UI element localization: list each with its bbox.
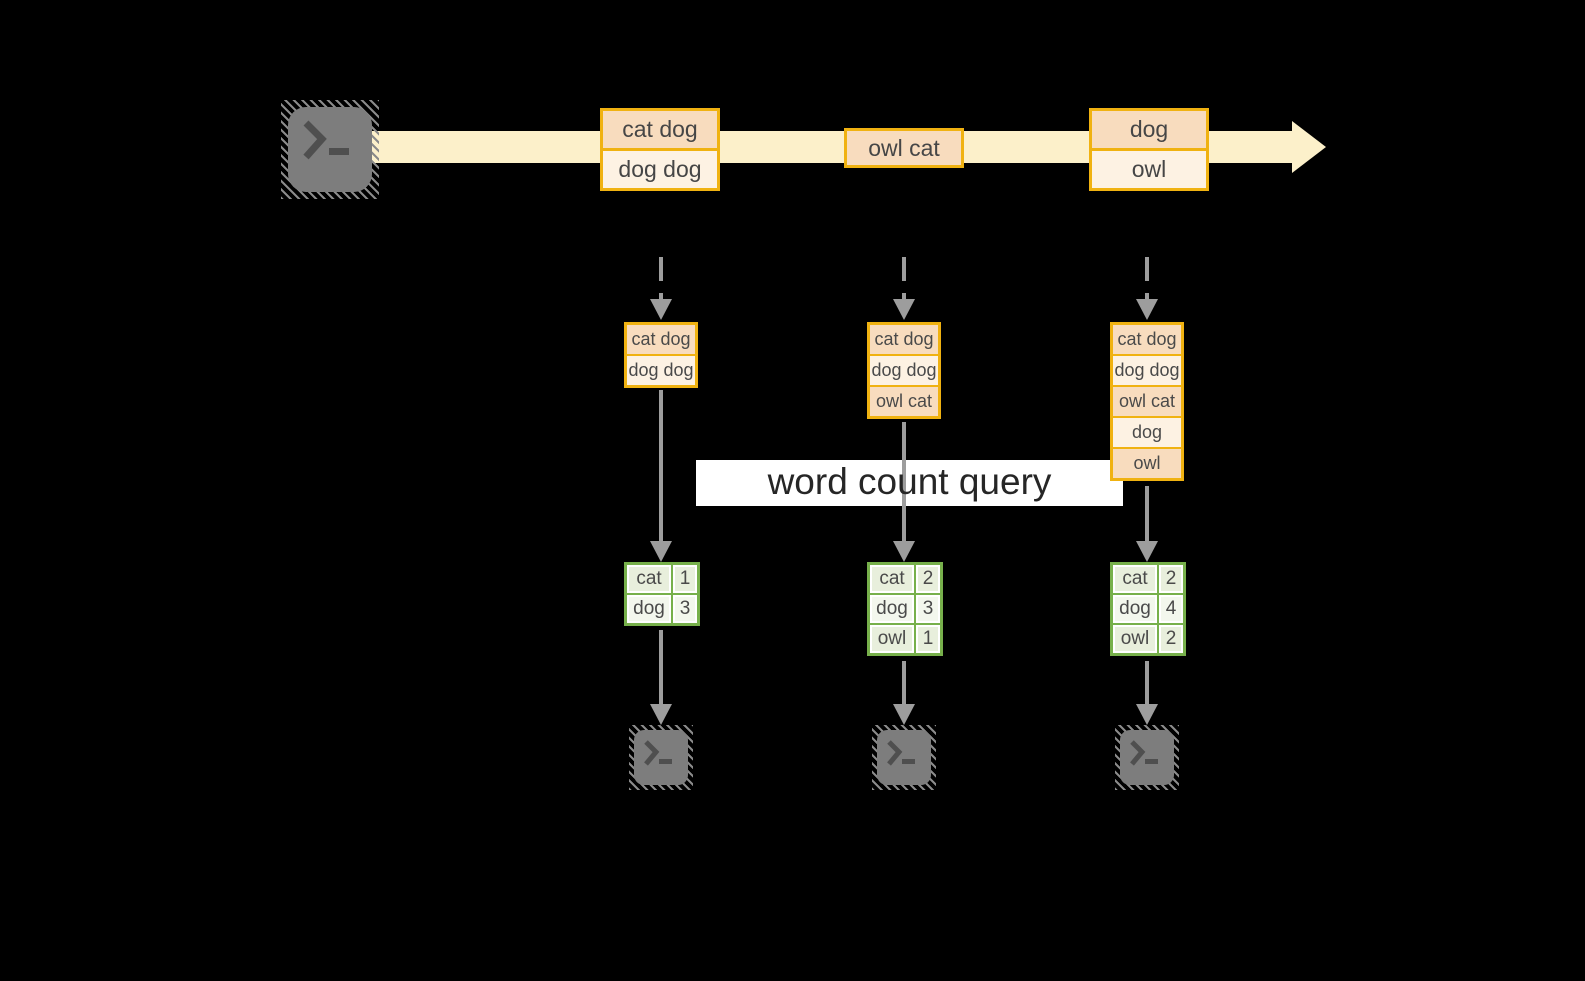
down-arrowhead-icon [1136,541,1158,562]
table-row: cat 1 [624,562,700,595]
terminal-window [877,730,931,785]
table-row: cat 2 [867,562,943,595]
table-row: owl 1 [867,623,943,656]
stream-event-box: dog owl [1089,108,1209,191]
count-cell: 1 [914,623,943,656]
down-arrowhead-icon [893,299,915,320]
event-line: owl cat [847,131,961,165]
buffer-cell: owl [1113,449,1181,478]
count-cell: 4 [1157,593,1186,625]
buffer-cell: dog dog [627,356,695,385]
buffer-cell: owl cat [1113,387,1181,416]
buffer-cell: owl cat [870,387,938,416]
result-terminal-icon [629,725,693,790]
table-row: owl 2 [1110,623,1186,656]
event-line: dog dog [603,151,717,188]
down-arrowhead-icon [650,299,672,320]
word-cell: dog [1110,593,1159,625]
dashed-arrow [659,257,663,299]
down-arrowhead-icon [893,704,915,725]
dashed-arrow [902,257,906,299]
table-row: dog 4 [1110,593,1186,625]
count-cell: 1 [671,562,700,595]
event-line: dog [1092,111,1206,148]
event-line: owl [1092,151,1206,188]
terminal-prompt-icon [887,740,915,766]
word-count-table: cat 2 dog 3 owl 1 [867,562,943,656]
terminal-window [1120,730,1174,785]
buffer-stack: cat dog dog dog [624,322,698,388]
source-terminal-icon [281,100,379,199]
terminal-prompt-icon [303,120,349,160]
count-cell: 3 [914,593,943,625]
terminal-window [634,730,688,785]
down-arrowhead-icon [650,541,672,562]
query-overlay [696,460,1123,506]
buffer-cell: dog dog [870,356,938,385]
table-row: cat 2 [1110,562,1186,595]
buffer-cell: cat dog [870,325,938,354]
buffer-cell: cat dog [627,325,695,354]
word-cell: dog [624,593,673,626]
down-arrowhead-icon [1136,299,1158,320]
word-cell: cat [624,562,673,595]
terminal-window [288,107,372,192]
stream-event-box: cat dog dog dog [600,108,720,191]
query-label: word count query [767,461,1052,502]
word-cell: owl [1110,623,1159,656]
buffer-stack: cat dog dog dog owl cat dog owl [1110,322,1184,481]
buffer-stack: cat dog dog dog owl cat [867,322,941,419]
down-arrowhead-icon [650,704,672,725]
word-cell: dog [867,593,916,625]
count-cell: 2 [1157,562,1186,595]
dashed-arrow [1145,257,1149,299]
down-arrowhead-icon [893,541,915,562]
word-count-table: cat 1 dog 3 [624,562,700,626]
word-cell: owl [867,623,916,656]
word-cell: cat [867,562,916,595]
flow-arrow [902,661,906,704]
stream-event-box: owl cat [844,128,964,168]
result-terminal-icon [1115,725,1179,790]
word-count-table: cat 2 dog 4 owl 2 [1110,562,1186,656]
event-line: cat dog [603,111,717,148]
table-row: dog 3 [867,593,943,625]
flow-arrow [659,630,663,704]
word-cell: cat [1110,562,1159,595]
buffer-cell: dog dog [1113,356,1181,385]
result-terminal-icon [872,725,936,790]
table-row: dog 3 [624,593,700,626]
terminal-prompt-icon [644,740,672,766]
buffer-cell: dog [1113,418,1181,447]
count-cell: 3 [671,593,700,626]
flow-arrow [659,390,663,541]
flow-arrow [1145,486,1149,541]
count-cell: 2 [914,562,943,595]
right-arrow-icon [1292,121,1326,173]
down-arrowhead-icon [1136,704,1158,725]
flow-arrow [1145,661,1149,704]
buffer-cell: cat dog [1113,325,1181,354]
terminal-prompt-icon [1130,740,1158,766]
flow-arrow [902,422,906,541]
count-cell: 2 [1157,623,1186,656]
